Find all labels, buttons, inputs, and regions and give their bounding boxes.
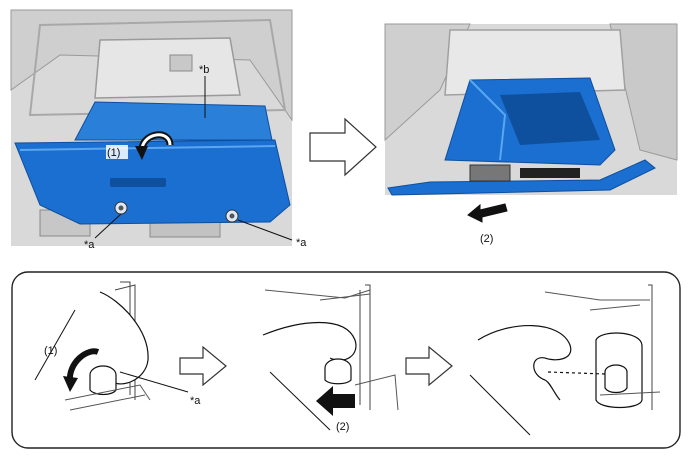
push-arrow-icon xyxy=(316,386,355,416)
next-step-arrow-icon xyxy=(309,117,377,177)
label-step1-bottom: (1) xyxy=(44,345,57,357)
detail-step-3 xyxy=(469,284,661,436)
label-a-left: *a xyxy=(84,239,95,251)
label-step1-top: (1) xyxy=(107,147,120,159)
top-right-illustration: (2) xyxy=(384,23,678,245)
rotate-arrow-icon xyxy=(63,348,100,392)
label-a-bottom: *a xyxy=(190,395,201,407)
push-arrow-icon xyxy=(467,203,508,223)
label-a-right: *a xyxy=(296,237,307,249)
next-step-arrow-icon xyxy=(405,345,453,387)
top-left-illustration: *b (1) *a *a xyxy=(10,9,307,251)
next-step-arrow-icon xyxy=(179,345,227,387)
detail-step-2: (2) xyxy=(262,284,399,433)
label-step2-top: (2) xyxy=(480,233,493,245)
label-step2-bottom: (2) xyxy=(336,421,349,433)
glove-box-inner xyxy=(74,101,273,141)
rotate-arrow-icon xyxy=(135,131,174,160)
detail-step-1: (1) *a xyxy=(34,281,201,411)
label-b: *b xyxy=(199,64,209,76)
